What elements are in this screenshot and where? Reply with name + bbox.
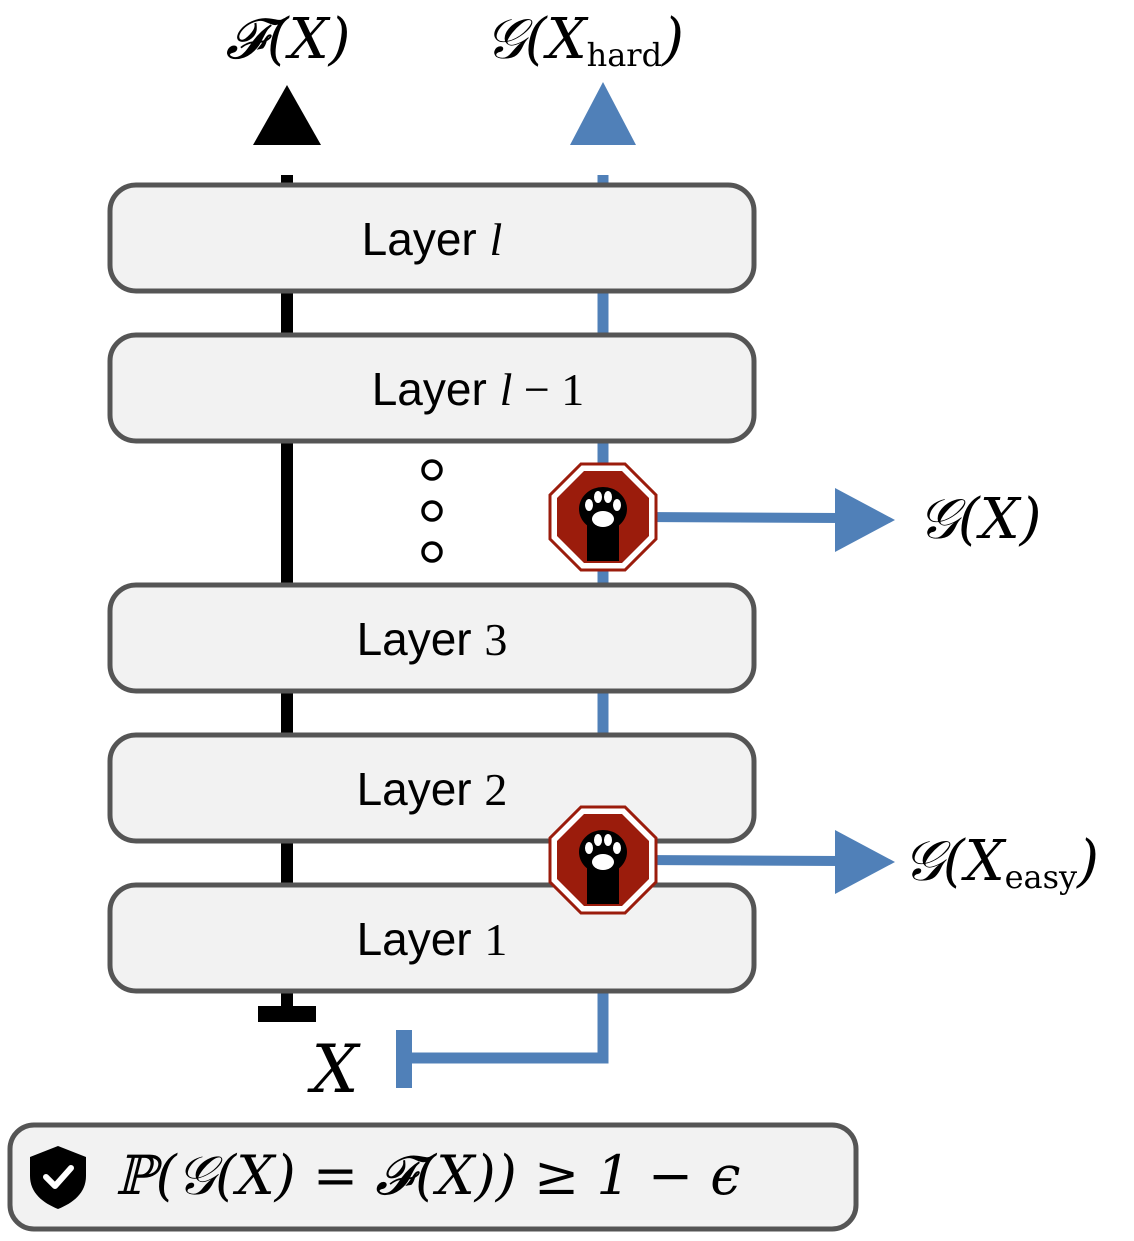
svg-text:Layer l: Layer l [362,213,503,265]
stop-paw-icon [548,805,658,915]
layer-1-word: Layer [357,913,472,965]
layer-box-l-minus-1: Layer l − 1 [107,332,757,444]
guarantee-box: ℙ(𝒢(X) = 𝓕(X)) ≥ 1 − ϵ [7,1122,859,1232]
svg-text:Layer 2: Layer 2 [357,763,508,815]
layer-l1-index: l [500,364,513,415]
exit-arrow-bottom-line [639,855,841,866]
exit-arrow-bottom-head [835,830,895,894]
layer-box-2: Layer 2 [107,732,757,844]
g-hard-sub: hard [587,36,662,74]
layer-box-3: Layer 3 [107,582,757,694]
shield-check-icon [30,1146,86,1209]
g-hard-close: ) [661,7,684,72]
ellipsis-dot [421,541,443,563]
svg-text:Layer 3: Layer 3 [357,613,508,665]
g-hard-label: 𝒢(Xhard) [485,7,684,74]
g-easy-sub: easy [1005,858,1078,896]
exit-arrow-middle-head [835,488,895,552]
input-x-label: X [307,1031,362,1108]
g-hard-main: 𝒢(X [485,7,589,72]
ellipsis-dot [421,459,443,481]
layer-box-l: Layer l [107,182,757,294]
layer-l1-suffix: − 1 [512,364,584,415]
g-easy-main: 𝒢(X [903,829,1007,894]
svg-text:Layer 1: Layer 1 [357,913,508,965]
g-easy-close: ) [1076,829,1099,894]
guarantee-formula: ℙ(𝒢(X) = 𝓕(X)) ≥ 1 − ϵ [115,1144,741,1207]
early-exit-path-base [396,1030,412,1088]
early-exit-path-arrowhead [570,82,636,145]
layer-2-suffix: 2 [484,764,507,815]
layer-l1-word: Layer [372,363,487,415]
g-of-x-label: 𝒢(X) [918,487,1041,552]
layer-3-suffix: 3 [484,614,507,665]
layer-3-word: Layer [357,613,472,665]
stop-paw-icon [548,462,658,572]
main-path-arrowhead [253,85,321,145]
f-of-x-label: 𝓕(X) [226,7,351,72]
main-path-base [258,1006,316,1022]
layer-2-word: Layer [357,763,472,815]
layer-box-1: Layer 1 [107,882,757,994]
layer-1-suffix: 1 [484,914,507,965]
layer-l-index: l [490,214,503,265]
g-easy-label: 𝒢(Xeasy) [903,829,1099,896]
ellipsis-dot [421,500,443,522]
exit-arrow-middle-line [639,512,841,523]
layer-l-word: Layer [362,213,477,265]
svg-text:Layer l − 1: Layer l − 1 [372,363,585,415]
